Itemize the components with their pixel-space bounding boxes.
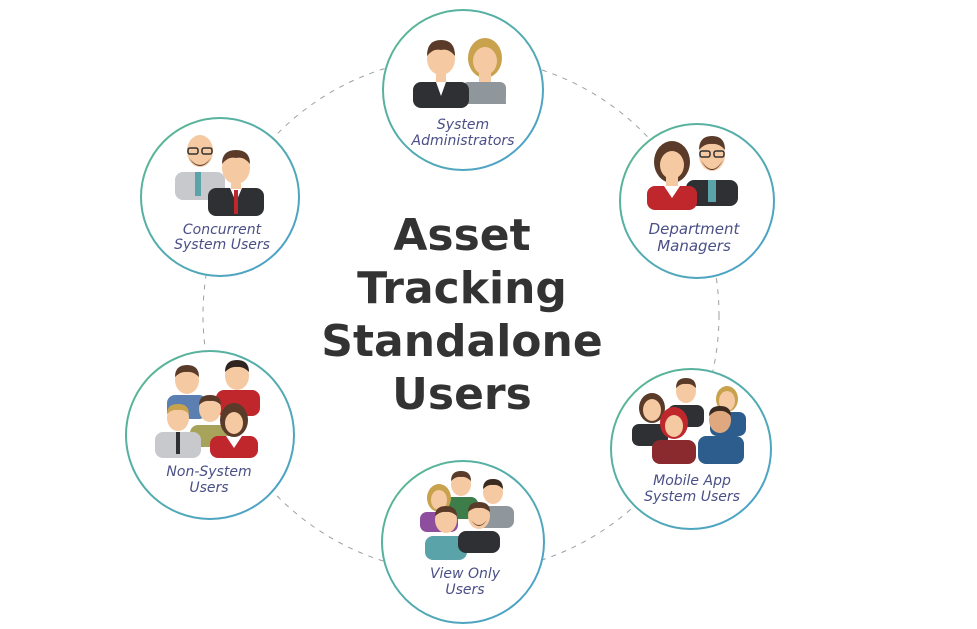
node-label-line-1: Mobile App (653, 473, 731, 489)
node-concurrent-system-users: Concurrent System Users (140, 117, 300, 277)
node-label-line-2: Users (445, 582, 484, 598)
node-label-line-2: System Users (174, 237, 270, 253)
administrators-people-icon (413, 38, 506, 108)
node-view-only-users: View Only Users (381, 460, 545, 624)
managers-people-icon (647, 136, 738, 210)
node-non-system-users: Non-System Users (125, 350, 295, 520)
node-label-line-2: Administrators (411, 133, 515, 149)
title-line-1: Asset (393, 210, 530, 261)
view-only-people-icon (420, 471, 514, 560)
node-system-administrators: System Administrators (382, 9, 544, 171)
node-department-managers: Department Managers (619, 123, 775, 279)
title-line-2: Tracking (357, 263, 567, 314)
title-line-4: Users (392, 369, 532, 420)
node-mobile-app-system-users: Mobile App System Users (610, 368, 772, 530)
node-label-line-2: Users (189, 480, 228, 496)
node-label-line-1: Concurrent (183, 222, 262, 238)
node-label-line-1: Non-System (166, 464, 251, 480)
node-label-line-2: Managers (657, 237, 731, 255)
diagram-title: Asset Tracking Standalone Users (321, 210, 602, 420)
node-label-line-2: System Users (644, 489, 740, 505)
title-line-3: Standalone (321, 316, 602, 367)
connector-ring (202, 56, 720, 574)
concurrent-users-people-icon (175, 135, 264, 216)
non-system-people-icon (155, 360, 260, 458)
node-label-line-1: System (437, 117, 489, 133)
mobile-users-people-icon (632, 378, 746, 464)
node-label-line-1: Department (649, 220, 741, 238)
node-label-line-1: View Only (430, 566, 501, 582)
